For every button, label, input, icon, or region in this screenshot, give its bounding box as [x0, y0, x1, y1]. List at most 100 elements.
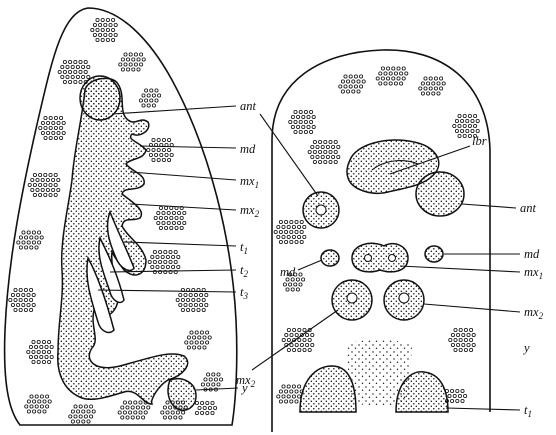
- yolk-cell: [451, 333, 454, 336]
- yolk-cell: [131, 416, 134, 419]
- yolk-cell: [152, 138, 155, 141]
- yolk-cell: [60, 136, 63, 139]
- yolk-cell: [334, 150, 337, 153]
- yolk-cell: [44, 126, 47, 129]
- yolk-cell: [208, 406, 211, 409]
- yolk-cell: [168, 148, 171, 151]
- label-left-md: md: [240, 142, 256, 156]
- yolk-cell: [357, 80, 360, 83]
- yolk-cell: [153, 250, 156, 253]
- yolk-cell: [402, 77, 405, 80]
- yolk-cell: [302, 115, 305, 118]
- yolk-cell: [123, 401, 126, 404]
- yolk-cell: [166, 265, 169, 268]
- yolk-cell: [27, 303, 30, 306]
- yolk-cell: [157, 158, 160, 161]
- yolk-cell: [362, 80, 365, 83]
- yolk-cell: [329, 160, 332, 163]
- yolk-cell: [35, 236, 38, 239]
- yolk-cell: [455, 129, 458, 132]
- yolk-cell: [134, 401, 137, 404]
- yolk-cell: [277, 225, 280, 228]
- yolk-cell: [76, 75, 79, 78]
- yolk-cell: [74, 70, 77, 73]
- yolk-cell: [178, 221, 181, 224]
- yolk-cell: [84, 70, 87, 73]
- yolk-cell: [49, 126, 52, 129]
- yolk-cell: [458, 114, 461, 117]
- yolk-cell: [472, 343, 475, 346]
- yolk-cell: [316, 155, 319, 158]
- yolk-cell: [152, 148, 155, 151]
- yolk-cell: [60, 116, 63, 119]
- yolk-cell: [402, 67, 405, 70]
- yolk-cell: [170, 226, 173, 229]
- yolk-cell: [32, 360, 35, 363]
- yolk-cell: [14, 288, 17, 291]
- yolk-cell: [392, 67, 395, 70]
- yolk-cell: [392, 77, 395, 80]
- yolk-cell: [169, 250, 172, 253]
- yolk-cell: [32, 340, 35, 343]
- yolk-cell: [14, 308, 17, 311]
- yolk-cell: [46, 178, 49, 181]
- yolk-cell: [17, 241, 20, 244]
- yolk-cell: [57, 131, 60, 134]
- yolk-cell: [195, 411, 198, 414]
- yolk-cell: [42, 340, 45, 343]
- yolk-cell: [291, 125, 294, 128]
- yolk-cell: [161, 411, 164, 414]
- yolk-cell: [47, 131, 50, 134]
- yolk-cell: [451, 389, 454, 392]
- yolk-cell: [30, 236, 33, 239]
- label-right-ant: ant: [520, 201, 537, 215]
- yolk-cell: [152, 158, 155, 161]
- label-left-t1: t1: [240, 240, 248, 256]
- yolk-cell: [205, 293, 208, 296]
- yolk-cell: [136, 416, 139, 419]
- yolk-cell: [48, 340, 51, 343]
- yolk-cell: [152, 104, 155, 107]
- yolk-cell: [152, 94, 155, 97]
- yolk-cell: [341, 90, 344, 93]
- yolk-cell: [155, 89, 158, 92]
- yolk-cell: [387, 67, 390, 70]
- yolk-cell: [181, 308, 184, 311]
- yolk-cell: [468, 114, 471, 117]
- yolk-cell: [30, 405, 33, 408]
- yolk-cell: [201, 401, 204, 404]
- yolk-cell: [162, 148, 165, 151]
- yolk-cell: [29, 355, 32, 358]
- yolk-cell: [424, 87, 427, 90]
- yolk-cell: [187, 346, 190, 349]
- yolk-cell: [298, 385, 301, 388]
- yolk-cell: [192, 298, 195, 301]
- yolk-cell: [48, 400, 51, 403]
- yolk-cell: [169, 406, 172, 409]
- yolk-cell: [421, 82, 424, 85]
- yolk-cell: [93, 33, 96, 36]
- yolk-cell: [139, 401, 142, 404]
- yolk-cell: [147, 406, 150, 409]
- yolk-cell: [357, 90, 360, 93]
- yolk-cell: [464, 328, 467, 331]
- yolk-cell: [99, 23, 102, 26]
- yolk-cell: [41, 178, 44, 181]
- yolk-cell: [79, 80, 82, 83]
- yolk-cell: [121, 416, 124, 419]
- yolk-cell: [290, 390, 293, 393]
- yolk-cell: [19, 308, 22, 311]
- yolk-cell: [298, 338, 301, 341]
- yolk-cell: [429, 87, 432, 90]
- yolk-cell: [424, 77, 427, 80]
- yolk-cell: [312, 115, 315, 118]
- yolk-cell: [300, 240, 303, 243]
- yolk-cell: [39, 173, 42, 176]
- yolk-cell: [206, 331, 209, 334]
- yolk-cell: [19, 246, 22, 249]
- yolk-cell: [349, 75, 352, 78]
- yolk-cell: [168, 138, 171, 141]
- yolk-cell: [176, 298, 179, 301]
- yolk-cell: [209, 378, 212, 381]
- yolk-cell: [150, 99, 153, 102]
